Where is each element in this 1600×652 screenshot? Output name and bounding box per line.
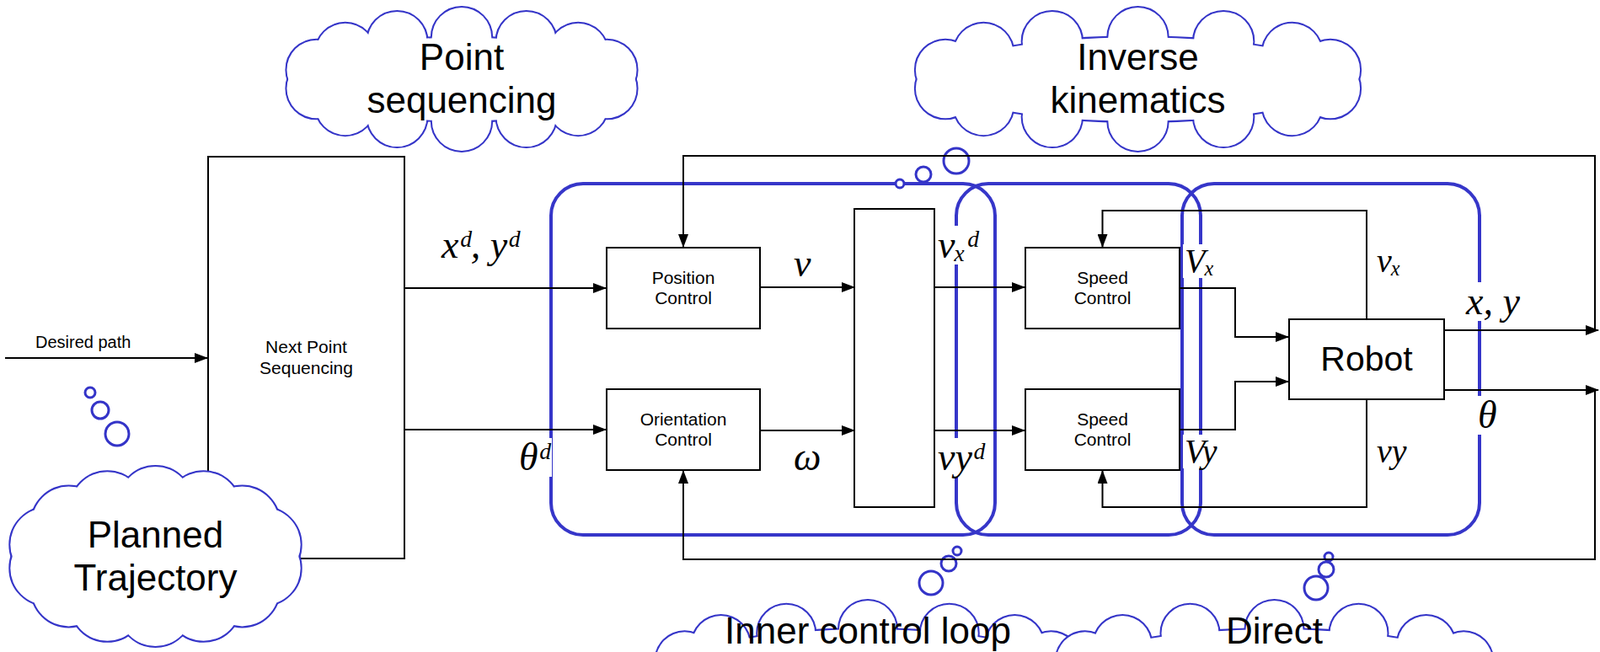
signal-connector [405,287,606,289]
thought-cloud: Direct [1048,598,1500,652]
transform-block [854,208,935,508]
cloud-text: Inner control loop [724,610,1012,652]
edge-label: vₓ [1375,244,1403,279]
signal-line [934,429,1025,432]
process-box: Orientation Control [605,388,761,471]
signal-label: vₓᵈ [936,225,980,265]
thought-cloud: Inner control loop [648,598,1087,652]
edge-label: Vₓ [1182,244,1217,279]
robot-region [1182,183,1480,536]
kinematics-region [956,183,1201,536]
signal-connector [1180,381,1289,430]
edge-label: Vy [1182,434,1220,469]
edge-label: θᵈ [517,438,552,477]
edge-label: xᵈ, yᵈ [439,225,521,265]
output-label: θ [1476,395,1499,435]
signal-label: ω [791,438,823,477]
signal-label: vyᵈ [936,438,986,477]
thought-cloud: Inverse kinematics [908,5,1368,154]
signal-label: v [791,244,813,284]
thought-cloud: Planned Trajectory [5,464,306,649]
signal-line [934,286,1025,289]
signal-line [760,286,855,289]
cloud-text: Inverse kinematics [1028,36,1248,122]
process-box: Position Control [605,246,761,330]
box-label: Speed Control [1060,267,1146,309]
thought-cloud: Point sequencing [280,5,643,154]
box-label: Speed Control [1060,409,1146,450]
thought-bubbles [85,148,1334,600]
box-label: Position Control [632,267,734,309]
edge-label: vy [1375,434,1409,469]
box-label: Robot [1320,339,1413,380]
signal-connector [405,428,606,431]
cloud-text: Planned Trajectory [50,513,262,600]
input-line [5,357,208,359]
process-box: Speed Control [1024,388,1181,471]
control-region [551,183,996,536]
output-label: x, y [1464,282,1522,322]
signal-connector [683,155,1595,331]
input-label: Desired path [33,333,133,351]
box-label: Orientation Control [632,409,734,450]
box-label: Next Point Sequencing [239,337,375,378]
process-box: Speed Control [1024,246,1181,330]
robot-block: Robot [1288,318,1445,401]
cloud-text: Direct [1225,610,1323,652]
signal-connector [1180,288,1289,338]
signal-line [760,429,855,432]
cloud-text: Point sequencing [352,36,572,122]
